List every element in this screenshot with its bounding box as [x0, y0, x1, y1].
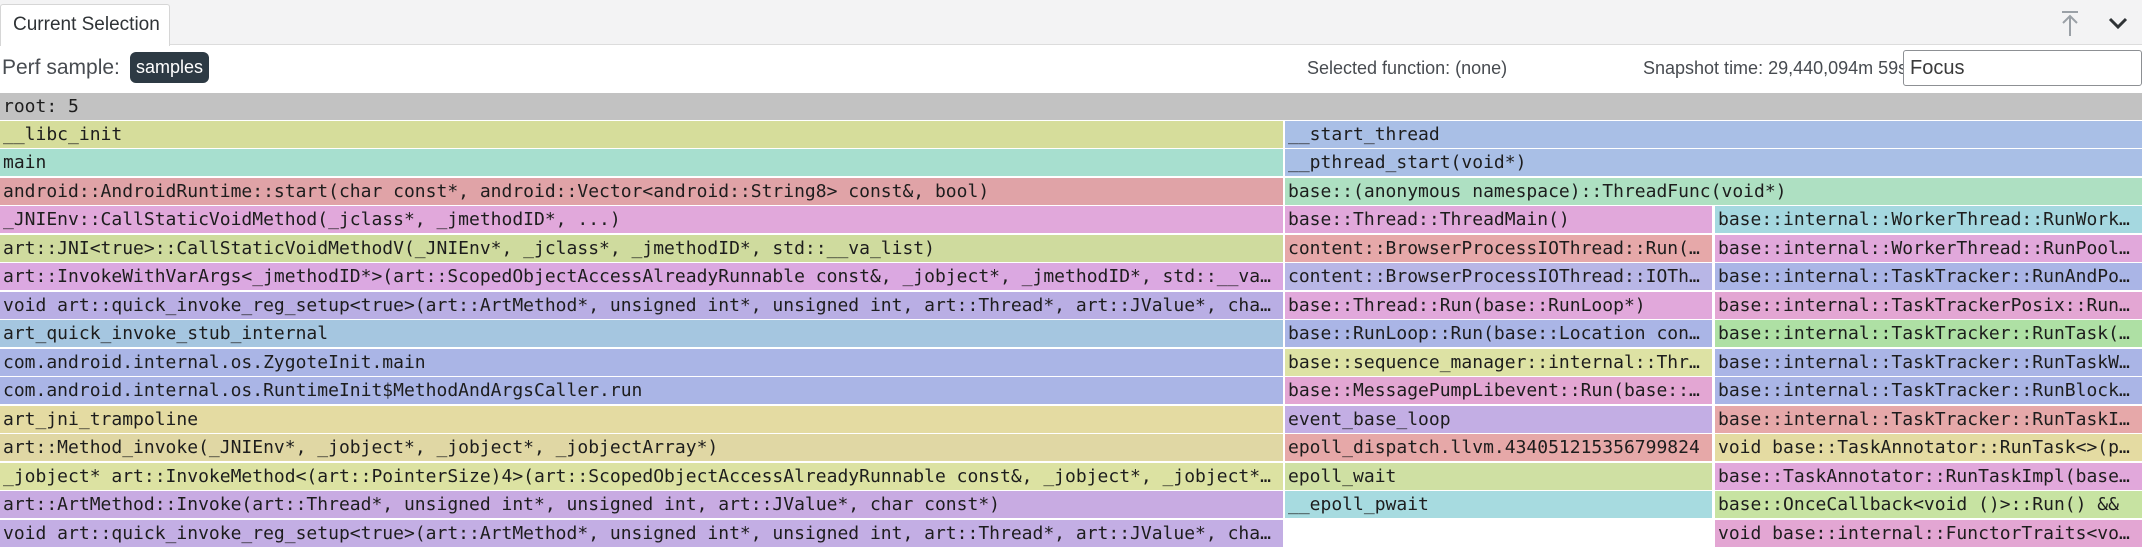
- focus-input[interactable]: [1903, 50, 2142, 86]
- flame-node[interactable]: base::OnceCallback<void ()>::Run() &&: [1715, 491, 2142, 518]
- flame-node[interactable]: base::TaskAnnotator::RunTaskImpl(base::P…: [1715, 463, 2142, 490]
- flame-node[interactable]: art::JNI<true>::CallStaticVoidMethodV(_J…: [0, 235, 1283, 262]
- flame-node[interactable]: base::MessagePumpLibevent::Run(base::Mes…: [1285, 377, 1712, 404]
- flame-node[interactable]: base::internal::TaskTrackerPosix::RunTas…: [1715, 292, 2142, 319]
- flame-node[interactable]: art_jni_trampoline: [0, 406, 1283, 433]
- flame-node[interactable]: epoll_dispatch.llvm.434051215356799824: [1285, 434, 1712, 461]
- flame-node[interactable]: base::internal::TaskTracker::RunTaskImpl…: [1715, 406, 2142, 433]
- flame-node[interactable]: base::internal::TaskTracker::RunTaskWith…: [1715, 349, 2142, 376]
- flame-node[interactable]: _JNIEnv::CallStaticVoidMethod(_jclass*, …: [0, 206, 1283, 233]
- selected-function-label: Selected function: (none): [1307, 58, 1508, 78]
- chevron-down-icon[interactable]: [2098, 4, 2138, 42]
- tab-bar: Current Selection: [0, 0, 2142, 46]
- flame-node[interactable]: art::Method_invoke(_JNIEnv*, _jobject*, …: [0, 434, 1283, 461]
- flame-node[interactable]: com.android.internal.os.RuntimeInit$Meth…: [0, 377, 1283, 404]
- flame-node[interactable]: void art::quick_invoke_reg_setup<true>(a…: [0, 520, 1283, 547]
- toolbar: Perf sample: samples Selected function: …: [0, 46, 2142, 92]
- flame-node[interactable]: base::Thread::Run(base::RunLoop*): [1285, 292, 1712, 319]
- flame-node[interactable]: base::internal::TaskTracker::RunBlockShu…: [1715, 377, 2142, 404]
- arrow-up-to-top-icon[interactable]: [2050, 4, 2090, 42]
- flame-node[interactable]: __epoll_pwait: [1285, 491, 1712, 518]
- flame-node-root[interactable]: root: 5: [0, 93, 2142, 120]
- flame-node[interactable]: content::BrowserProcessIOThread::Run(bas…: [1285, 235, 1712, 262]
- flame-node[interactable]: content::BrowserProcessIOThread::IOThrea…: [1285, 263, 1712, 290]
- flamegraph: root: 5 __libc_init main android::Androi…: [0, 93, 2142, 548]
- flame-node[interactable]: art_quick_invoke_stub_internal: [0, 320, 1283, 347]
- flame-node[interactable]: art::InvokeWithVarArgs<_jmethodID*>(art:…: [0, 263, 1283, 290]
- flame-node[interactable]: base::internal::TaskTracker::RunAndPopNe…: [1715, 263, 2142, 290]
- samples-chip[interactable]: samples: [130, 52, 210, 83]
- snapshot-time-label: Snapshot time: 29,440,094m 59s: [1643, 58, 1908, 78]
- flame-node[interactable]: base::RunLoop::Run(base::Location const&…: [1285, 320, 1712, 347]
- flame-node[interactable]: _jobject* art::InvokeMethod<(art::Pointe…: [0, 463, 1283, 490]
- flame-node[interactable]: void base::TaskAnnotator::RunTask<>(perf…: [1715, 434, 2142, 461]
- flame-node[interactable]: base::sequence_manager::internal::Thread…: [1285, 349, 1712, 376]
- flame-node[interactable]: void art::quick_invoke_reg_setup<true>(a…: [0, 292, 1283, 319]
- flame-node[interactable]: __start_thread: [1285, 121, 2142, 148]
- tab-current-selection[interactable]: Current Selection: [0, 4, 170, 46]
- flame-node[interactable]: void base::internal::FunctorTraits<void …: [1715, 520, 2142, 547]
- flame-node[interactable]: base::(anonymous namespace)::ThreadFunc(…: [1285, 178, 2142, 205]
- flame-node[interactable]: base::internal::WorkerThread::RunPooledW…: [1715, 235, 2142, 262]
- flame-node[interactable]: main: [0, 149, 1283, 176]
- flame-node[interactable]: art::ArtMethod::Invoke(art::Thread*, uns…: [0, 491, 1283, 518]
- flame-node[interactable]: __pthread_start(void*): [1285, 149, 2142, 176]
- flame-node[interactable]: base::Thread::ThreadMain(): [1285, 206, 1712, 233]
- flame-node[interactable]: base::internal::WorkerThread::RunWorker(…: [1715, 206, 2142, 233]
- perf-sample-label: Perf sample:: [2, 56, 120, 79]
- flame-node[interactable]: com.android.internal.os.ZygoteInit.main: [0, 349, 1283, 376]
- flame-node[interactable]: base::internal::TaskTracker::RunTask(bas…: [1715, 320, 2142, 347]
- flame-node[interactable]: android::AndroidRuntime::start(char cons…: [0, 178, 1283, 205]
- flame-node[interactable]: __libc_init: [0, 121, 1283, 148]
- flame-node[interactable]: epoll_wait: [1285, 463, 1712, 490]
- flame-node[interactable]: event_base_loop: [1285, 406, 1712, 433]
